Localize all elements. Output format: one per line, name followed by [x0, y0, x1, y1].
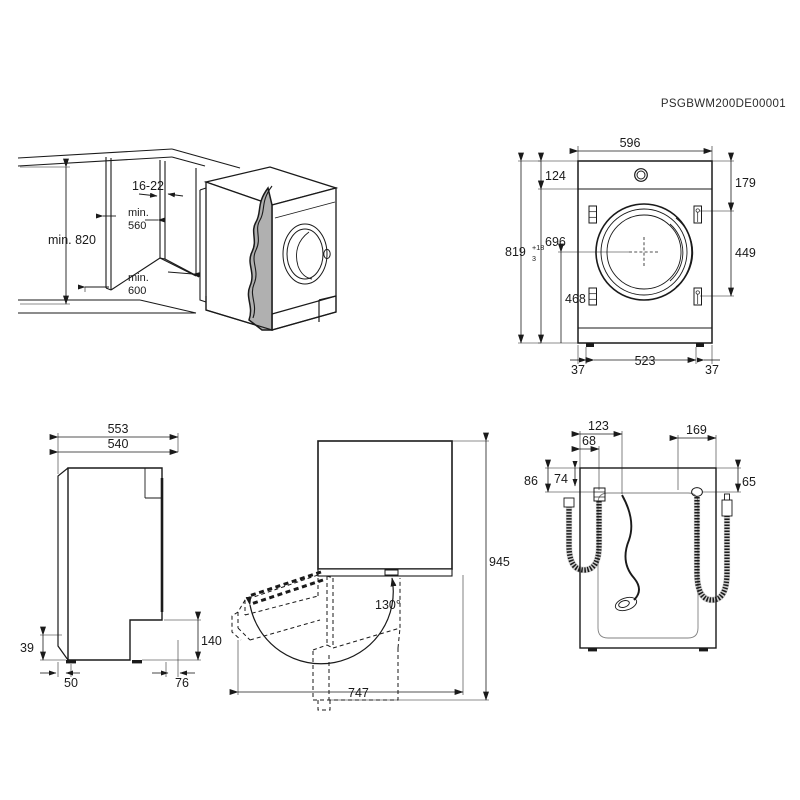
- dim-label-niche-depth-2: 560: [128, 220, 146, 232]
- dim-label-front-width: 596: [620, 136, 641, 150]
- dim-niche-width: [78, 271, 201, 292]
- dim-label-niche-width-2: 600: [128, 285, 146, 297]
- dim-front-offset: [40, 626, 66, 661]
- part-number-label: PSGBWM200DE00001: [660, 98, 786, 110]
- dim-outlet-from-right: [669, 435, 717, 490]
- dim-label-feet-span: 523: [635, 354, 656, 368]
- dim-label-inlet-outer: 123: [588, 419, 609, 433]
- view-niche-perspective: [17, 148, 339, 331]
- dim-label-outlet-from-right: 169: [686, 423, 707, 437]
- dim-label-foot-front: 50: [64, 676, 78, 690]
- dim-foot-front: [40, 662, 80, 677]
- dim-panel-thickness: [138, 192, 184, 198]
- dim-label-top-to-bracket: 179: [735, 176, 756, 190]
- dim-top-to-outlet: [702, 459, 741, 493]
- view-side-elevation: [40, 433, 201, 677]
- dim-label-door-width: 747: [348, 686, 369, 700]
- dim-label-body-height: 696: [545, 235, 566, 249]
- dim-body-height: [538, 180, 586, 344]
- dim-label-top-to-fascia: 124: [545, 169, 566, 183]
- dim-bracket-span: [700, 202, 734, 297]
- dim-label-niche-depth-1: min.: [128, 207, 149, 219]
- dim-label-total-height: 819: [505, 245, 526, 259]
- dim-label-tol-minus: 3: [532, 254, 536, 263]
- dim-centre-height: [558, 243, 629, 343]
- dim-label-top-to-outlet: 65: [742, 475, 756, 489]
- dim-niche-depth: [96, 213, 165, 223]
- dim-label-side-depth-outer: 553: [108, 422, 129, 436]
- dim-label-panel-thickness: 16-22: [132, 179, 164, 193]
- view-rear-elevation: [545, 431, 741, 652]
- dim-label-foot-left: 37: [571, 363, 585, 377]
- dim-label-door-angle: 130°: [375, 598, 401, 612]
- dim-label-top-to-inlet-inner: 74: [554, 472, 568, 486]
- view-front-elevation: [518, 146, 734, 364]
- dim-label-recess-height: 140: [201, 634, 222, 648]
- dim-door-width: [229, 575, 464, 695]
- dim-label-niche-height: min. 820: [48, 233, 96, 247]
- dim-recess-height: [142, 611, 201, 661]
- dim-label-bracket-span: 449: [735, 246, 756, 260]
- dim-door-depth: [330, 432, 489, 701]
- dim-label-foot-rear: 76: [175, 676, 189, 690]
- dim-label-niche-width-1: min.: [128, 272, 149, 284]
- dim-label-side-depth-body: 540: [108, 437, 129, 451]
- dim-label-top-to-inlet: 86: [524, 474, 538, 488]
- dim-label-front-offset: 39: [20, 641, 34, 655]
- dim-label-door-depth: 945: [489, 555, 510, 569]
- dim-front-width: [569, 146, 713, 162]
- dim-label-tol-plus: +18: [532, 243, 544, 252]
- dim-label-inlet-inner: 68: [582, 434, 596, 448]
- dim-feet-span: [570, 345, 720, 364]
- dim-label-centre-height: 468: [565, 292, 586, 306]
- dim-niche-height: [20, 158, 70, 305]
- view-door-swing: [229, 432, 489, 711]
- dim-foot-rear: [152, 640, 195, 677]
- dim-total-height: [518, 152, 541, 344]
- dim-inlet-inner: [571, 446, 600, 490]
- dim-label-foot-right: 37: [705, 363, 719, 377]
